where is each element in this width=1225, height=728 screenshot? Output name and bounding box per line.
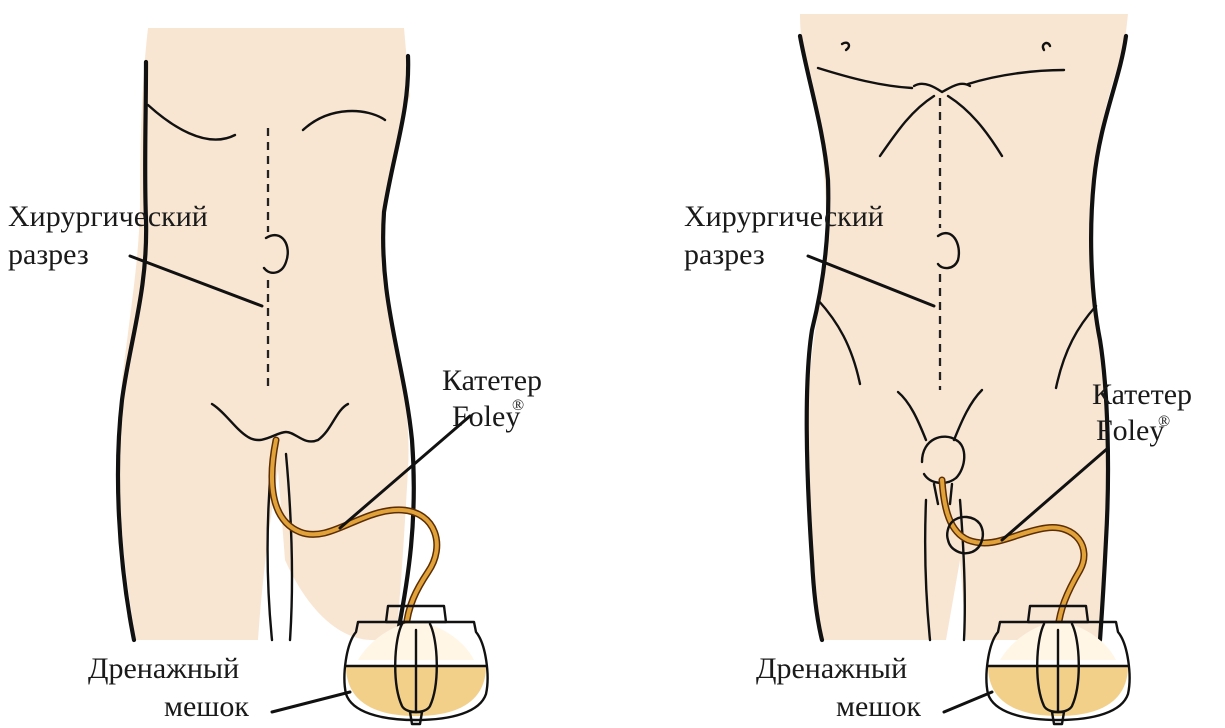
male-incision-label-line2: разрез (684, 238, 765, 271)
female-catheter-registered-mark: ® (512, 397, 524, 414)
male-catheter-label-line2: Foley (1096, 414, 1164, 447)
male-bag-pointer (944, 692, 992, 712)
male-bag-label-line2: мешок (836, 690, 921, 723)
male-bag-label-line1: Дренажный (756, 652, 907, 685)
female-bag-label-line2: мешок (164, 690, 249, 723)
female-bag-label-line1: Дренажный (88, 652, 239, 685)
female-incision-label-line1: Хирургический (8, 200, 208, 233)
female-body-skin (119, 28, 410, 640)
female-incision-label-line2: разрез (8, 238, 89, 271)
male-catheter-label-line1: Катетер (1092, 378, 1192, 411)
female-catheter-label-line2: Foley (452, 400, 520, 433)
female-bag-pointer (272, 692, 350, 712)
male-catheter-registered-mark: ® (1158, 413, 1170, 430)
male-incision-label-line1: Хирургический (684, 200, 884, 233)
female-catheter-label-line1: Катетер (442, 364, 542, 397)
female-figure (118, 28, 414, 640)
